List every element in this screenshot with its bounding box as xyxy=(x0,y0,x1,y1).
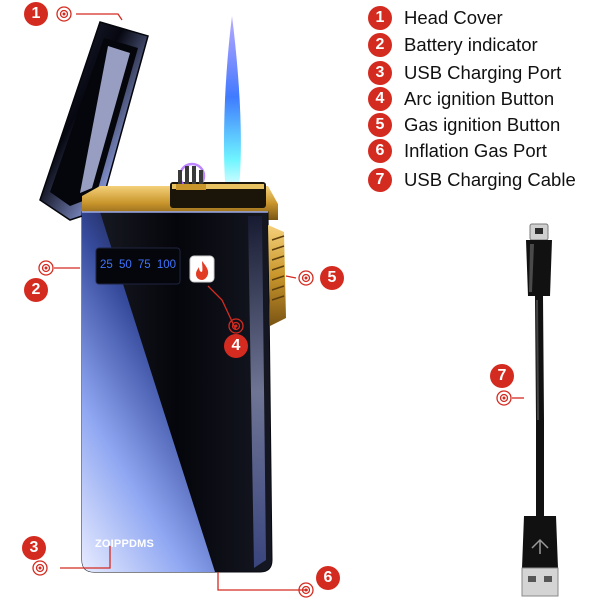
callout-badge-3: 3 xyxy=(22,536,46,560)
flame-icon xyxy=(189,255,215,283)
legend-label: Arc ignition Button xyxy=(404,88,555,109)
head-cover xyxy=(39,21,149,221)
legend-badge: 4 xyxy=(368,87,392,111)
legend-label: USB Charging Port xyxy=(404,62,562,83)
legend-badge: 7 xyxy=(368,168,392,192)
battery-level-50: 50 xyxy=(118,259,132,271)
callout-badge-2: 2 xyxy=(24,278,48,302)
callout-badge-7: 7 xyxy=(490,364,514,388)
legend-item: 6 Inflation Gas Port xyxy=(368,139,547,163)
flame xyxy=(224,16,241,196)
legend-badge: 2 xyxy=(368,33,392,57)
leader-lines xyxy=(54,13,524,591)
battery-display xyxy=(95,247,181,285)
legend-label: Inflation Gas Port xyxy=(404,140,547,161)
arc-electrodes xyxy=(176,162,206,190)
battery-level-75: 75 xyxy=(137,259,151,271)
side-button xyxy=(268,225,286,326)
callout-badge-1: 1 xyxy=(24,2,48,26)
battery-level-25: 25 xyxy=(100,259,113,271)
legend-item: 3 USB Charging Port xyxy=(368,61,561,85)
callout-badge-6: 6 xyxy=(316,566,340,590)
battery-levels: 25 50 75 100 xyxy=(100,259,176,271)
body-reflection xyxy=(82,212,215,572)
target-rings xyxy=(32,6,512,598)
legend-label: Head Cover xyxy=(404,7,503,28)
legend-label: Gas ignition Button xyxy=(404,114,561,135)
legend-item: 7 USB Charging Cable xyxy=(368,168,576,192)
legend-badge: 3 xyxy=(368,61,392,85)
legend-label: USB Charging Cable xyxy=(404,169,576,190)
legend-item: 1 Head Cover xyxy=(368,6,503,30)
callout-badge-4: 4 xyxy=(224,334,248,358)
legend-item: 5 Gas ignition Button xyxy=(368,113,560,137)
brand-label: ZOIPPDMS xyxy=(95,538,155,550)
legend-badge: 5 xyxy=(368,113,392,137)
legend-badge: 6 xyxy=(368,139,392,163)
usb-cable xyxy=(521,223,559,597)
callout-badge-5: 5 xyxy=(320,266,344,290)
battery-level-100: 100 xyxy=(156,259,176,271)
legend-badge: 1 xyxy=(368,6,392,30)
legend-item: 2 Battery indicator xyxy=(368,33,538,57)
legend-item: 4 Arc ignition Button xyxy=(368,87,554,111)
legend-label: Battery indicator xyxy=(404,34,538,55)
